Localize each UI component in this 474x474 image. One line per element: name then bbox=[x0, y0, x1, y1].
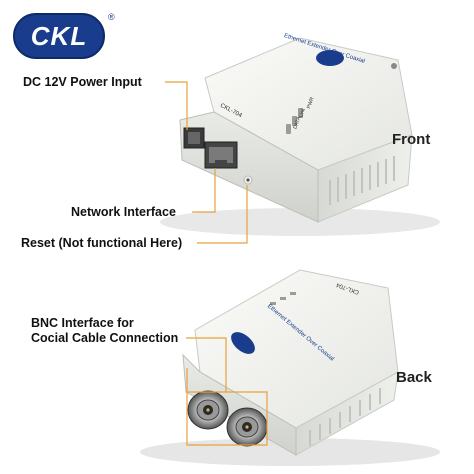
network-interface-label: Network Interface bbox=[71, 205, 176, 219]
back-view-label: Back bbox=[396, 369, 432, 386]
bnc-label-line2: Cocial Cable Connection bbox=[31, 331, 179, 345]
registered-mark: ® bbox=[108, 12, 115, 22]
front-device bbox=[160, 37, 440, 236]
reset-label: Reset (Not functional Here) bbox=[21, 236, 183, 250]
power-input-label: DC 12V Power Input bbox=[23, 75, 142, 89]
bnc-connector-1 bbox=[187, 390, 229, 430]
bnc-connector-2 bbox=[226, 407, 268, 447]
logo-text: CKL bbox=[30, 20, 88, 51]
brand-logo: CKL bbox=[13, 13, 105, 59]
back-device bbox=[140, 269, 440, 466]
front-view-label: Front bbox=[392, 131, 431, 148]
callout-lines bbox=[165, 81, 268, 446]
bnc-label-line1: BNC Interface for bbox=[31, 316, 134, 330]
